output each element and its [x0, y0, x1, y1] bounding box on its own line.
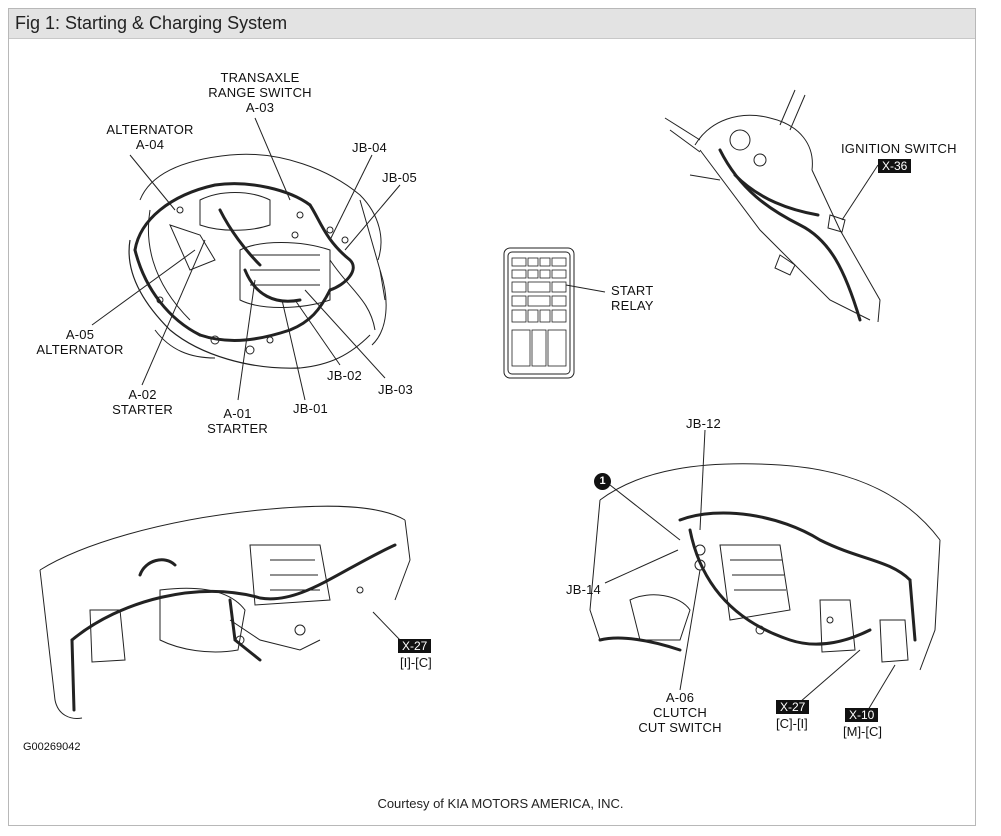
- dashboard-harness: [70, 543, 397, 712]
- ignition-switch-label: IGNITION SWITCH: [841, 141, 957, 156]
- under-dash-x10-ref: [M]-[C]: [843, 724, 882, 739]
- jb02-label: JB-02: [327, 368, 362, 383]
- jb03-label: JB-03: [378, 382, 413, 397]
- clutch-cut-switch-label: A-06 CLUTCH CUT SWITCH: [630, 690, 730, 735]
- clutch-code: A-06: [665, 690, 695, 705]
- start-relay-line1: START: [611, 283, 654, 298]
- figure-title: Fig 1: Starting & Charging System: [15, 13, 288, 33]
- starter-a02-name: STARTER: [112, 402, 173, 417]
- transaxle-line1: TRANSAXLE: [220, 70, 300, 85]
- alternator-side-code: A-05: [65, 327, 95, 342]
- start-relay-label: START RELAY: [611, 283, 654, 313]
- dashboard-x27-ref: [I]-[C]: [400, 655, 432, 670]
- jb12-label: JB-12: [686, 416, 721, 431]
- clutch-line2: CUT SWITCH: [638, 720, 722, 735]
- ignition-switch-code-tag: X-36: [878, 159, 912, 173]
- alternator-a05-label: A-05 ALTERNATOR: [30, 327, 130, 357]
- callout-1-badge: 1: [594, 473, 611, 490]
- courtesy-credit: Courtesy of KIA MOTORS AMERICA, INC.: [377, 796, 624, 811]
- alternator-top-name: ALTERNATOR: [106, 122, 194, 137]
- alternator-top-code: A-04: [135, 137, 165, 152]
- starter-a01-label: A-01 STARTER: [200, 406, 275, 436]
- alternator-a04-label: ALTERNATOR A-04: [95, 122, 205, 152]
- steering-column-drawing: [664, 89, 881, 323]
- jb14-label: JB-14: [566, 582, 601, 597]
- transaxle-code: A-03: [245, 100, 275, 115]
- under-dash-x27-tag: X-27: [776, 700, 810, 714]
- figure-code: G00269042: [23, 741, 81, 753]
- under-dash-leaders: [604, 429, 896, 711]
- engine-leaders: [91, 117, 401, 401]
- transaxle-line2: RANGE SWITCH: [208, 85, 312, 100]
- clutch-line1: CLUTCH: [653, 705, 707, 720]
- starter-a01-name: STARTER: [207, 421, 268, 436]
- alternator-side-name: ALTERNATOR: [36, 342, 124, 357]
- jb05-label: JB-05: [382, 170, 417, 185]
- steering-harness: [718, 148, 862, 322]
- transaxle-range-switch-label: TRANSAXLE RANGE SWITCH A-03: [205, 70, 315, 115]
- start-relay-line2: RELAY: [611, 298, 654, 313]
- under-dash-x10-tag: X-10: [845, 708, 879, 722]
- under-dash-x27-ref: [C]-[I]: [776, 716, 808, 731]
- figure-frame: Fig 1: Starting & Charging System: [8, 8, 976, 826]
- fuse-box-drawing: [503, 247, 606, 379]
- starter-a01-code: A-01: [223, 406, 252, 421]
- figure-title-bar: Fig 1: Starting & Charging System: [9, 9, 975, 39]
- jb04-label: JB-04: [352, 140, 387, 155]
- under-dash-harness: [598, 511, 917, 652]
- jb01-label: JB-01: [293, 401, 328, 416]
- starter-a02-code: A-02: [128, 387, 157, 402]
- engine-harness: [133, 182, 355, 342]
- starter-a02-label: A-02 STARTER: [100, 387, 185, 417]
- dashboard-x27-tag: X-27: [398, 639, 432, 653]
- dashboard-drawing: [39, 505, 411, 719]
